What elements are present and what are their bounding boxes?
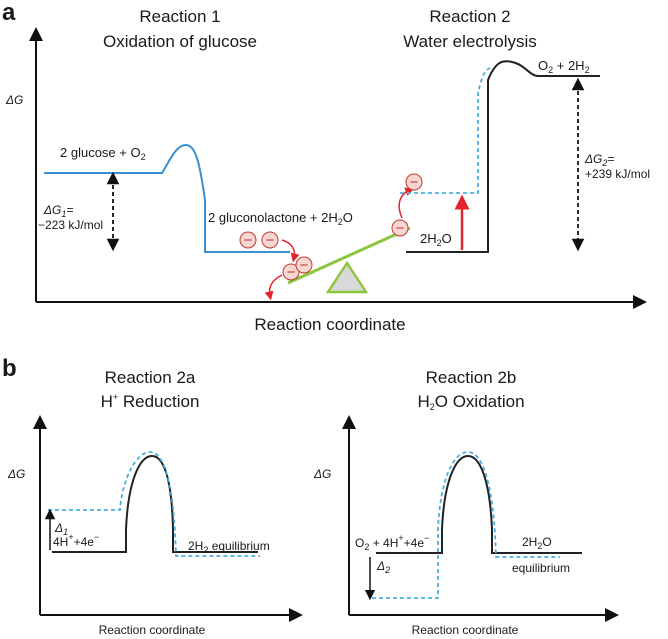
reaction2-energy-curve bbox=[406, 60, 600, 253]
delta2-label: Δ2 bbox=[376, 559, 390, 575]
electron-icon: − bbox=[282, 263, 300, 281]
panel-2b-y-axis-label: ΔG bbox=[313, 467, 331, 481]
gluconolactone-label: 2 gluconolactone + 2H2O bbox=[208, 210, 353, 227]
panel-b-letter: b bbox=[2, 355, 17, 382]
panel-2a-x-axis-label: Reaction coordinate bbox=[99, 623, 206, 637]
panel-2b-x-axis-label: Reaction coordinate bbox=[412, 623, 519, 637]
electron-drop-arrow bbox=[264, 274, 283, 301]
electron-icon: − bbox=[391, 219, 409, 237]
products-2b-equilibrium-note: equilibrium bbox=[512, 561, 570, 575]
reactants-2a-label: 4H++4e− bbox=[53, 532, 99, 549]
panel-a-y-axis-label: ΔG bbox=[5, 93, 23, 107]
reaction2a-energy-curve bbox=[52, 454, 258, 553]
panel-2a-y-axis-label: ΔG bbox=[7, 467, 25, 481]
water-label: 2H2O bbox=[420, 231, 452, 248]
svg-text:−: − bbox=[266, 232, 275, 249]
svg-text:−: − bbox=[244, 232, 253, 249]
svg-text:−: − bbox=[287, 264, 296, 281]
reaction2b-catalysed-curve bbox=[372, 451, 560, 599]
reaction2b-energy-curve bbox=[376, 454, 582, 554]
panel-a-x-axis-label: Reaction coordinate bbox=[254, 315, 405, 334]
dg2-value: +239 kJ/mol bbox=[585, 167, 650, 181]
reaction1-energy-curve bbox=[44, 143, 290, 253]
reaction2-catalysed-curve bbox=[400, 67, 491, 194]
glucose-label: 2 glucose + O2 bbox=[60, 145, 146, 162]
reaction2-title: Reaction 2 bbox=[429, 7, 510, 26]
reaction1-title: Reaction 1 bbox=[139, 7, 220, 26]
electron-transfer-arrow bbox=[281, 239, 300, 263]
svg-text:−: − bbox=[300, 257, 309, 274]
seesaw-beam bbox=[287, 226, 411, 285]
dg2-label: ΔG2= bbox=[584, 152, 614, 168]
seesaw-fulcrum bbox=[325, 260, 369, 294]
products-2a-label: 2H2 equilibrium bbox=[188, 539, 270, 555]
svg-text:−: − bbox=[396, 220, 405, 237]
delta1-label: Δ1 bbox=[54, 521, 68, 537]
reaction2a-subtitle: H+ Reduction bbox=[101, 392, 200, 411]
dg1-label: ΔG1= bbox=[43, 203, 73, 219]
reaction2b-title: Reaction 2b bbox=[426, 368, 517, 387]
products-2b-label: 2H2O bbox=[522, 535, 552, 551]
panel-a-letter: a bbox=[2, 0, 16, 26]
reaction1-subtitle: Oxidation of glucose bbox=[103, 32, 257, 51]
reaction2-subtitle: Water electrolysis bbox=[403, 32, 537, 51]
electron-icon: − bbox=[405, 173, 423, 191]
reaction2a-title: Reaction 2a bbox=[105, 368, 196, 387]
svg-text:−: − bbox=[410, 174, 419, 191]
electron-icon: − bbox=[239, 231, 257, 249]
reaction2b-subtitle: H2O Oxidation bbox=[417, 392, 524, 412]
electron-icon: − bbox=[295, 256, 313, 274]
oxygen-hydrogen-label: O2 + 2H2 bbox=[538, 58, 590, 75]
electron-icon: − bbox=[261, 231, 279, 249]
reaction2a-catalysed-curve bbox=[48, 451, 260, 557]
dg1-value: −223 kJ/mol bbox=[38, 218, 103, 232]
reactants-2b-label: O2 + 4H++4e− bbox=[355, 533, 429, 552]
electron-lift-arrow bbox=[398, 187, 415, 219]
